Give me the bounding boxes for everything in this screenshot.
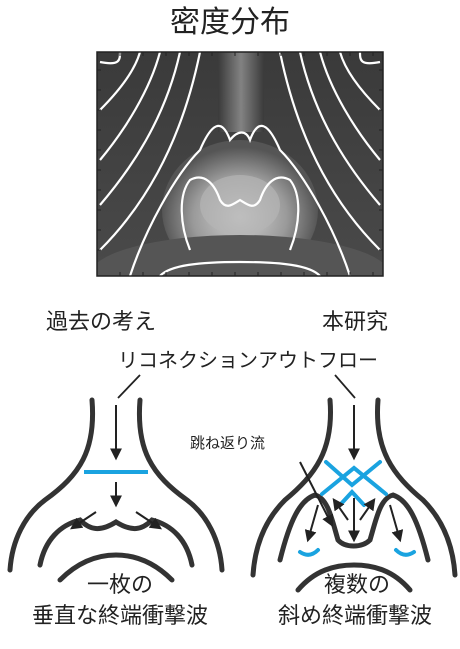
past-model-diagram [10, 400, 222, 580]
caption-past-line2: 垂直な終端衝撃波 [0, 606, 240, 628]
this-study-diagram [253, 400, 455, 590]
caption-study-line2: 斜め終端衝撃波 [250, 606, 460, 628]
label-past-view: 過去の考え [46, 312, 156, 334]
outflow-callout-lines [118, 375, 355, 398]
caption-study-line1: 複数の [262, 575, 452, 597]
density-map [90, 52, 390, 315]
caption-past-line1: 一枚の [0, 575, 240, 597]
label-reconnection-outflow: リコネクションアウトフロー [118, 350, 378, 370]
label-this-study: 本研究 [322, 312, 388, 334]
label-bounce-flow: 跳ね返り流 [190, 436, 265, 451]
